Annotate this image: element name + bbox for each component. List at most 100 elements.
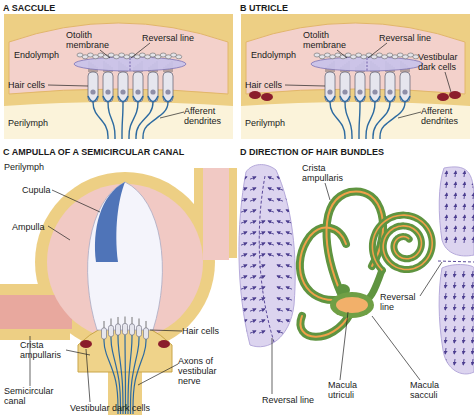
bundle-arrow	[277, 276, 283, 278]
bundle-arrow	[286, 331, 292, 333]
bundle-arrow	[277, 177, 283, 179]
bundle-arrow	[241, 232, 247, 234]
bundle-arrow	[268, 221, 274, 223]
part-label: Reversal line	[379, 33, 431, 43]
cell-nucleus	[327, 89, 332, 94]
cupula-shade	[95, 182, 125, 262]
afferent-dendrite	[330, 100, 345, 139]
bundle-arrow	[268, 254, 274, 256]
stereocilium	[118, 317, 119, 324]
part-label: Endolymph	[251, 50, 296, 60]
hair-cell	[118, 72, 128, 102]
bundle-arrow	[277, 221, 283, 223]
cell-nucleus	[150, 89, 155, 94]
part-label: Vestibular dark cells	[70, 403, 150, 413]
bundle-arrow	[250, 221, 256, 223]
bundle-arrow	[268, 188, 274, 190]
bundle-arrow	[241, 331, 247, 333]
bundle-arrow	[454, 282, 456, 288]
bundle-arrow	[268, 232, 274, 234]
bundle-arrow	[286, 199, 292, 201]
nerve-ending	[400, 96, 410, 102]
cochlea-duct-line	[372, 215, 432, 270]
hair-cell	[385, 72, 395, 102]
bundle-arrow	[473, 215, 474, 221]
bundle-arrow	[454, 337, 456, 343]
panel-heading: D DIRECTION OF HAIR BUNDLES	[240, 147, 384, 157]
bundle-arrow	[454, 326, 456, 332]
sensory-epithelium	[439, 167, 474, 256]
bundle-arrow	[455, 237, 457, 243]
bundle-arrow	[250, 232, 256, 234]
bundle-arrow	[259, 331, 265, 333]
bundle-arrow	[259, 320, 265, 322]
cell-nucleus	[342, 89, 347, 94]
bundle-arrow	[446, 193, 448, 199]
bundle-arrow	[259, 232, 265, 234]
bundle-arrow	[277, 188, 283, 190]
bundle-arrow	[454, 271, 456, 277]
bundle-arrow	[277, 298, 283, 300]
bundle-arrow	[277, 309, 283, 311]
nerve-ending	[355, 96, 365, 102]
bundle-arrow	[277, 254, 283, 256]
part-label: Otolith membrane	[303, 30, 348, 50]
bundle-arrow	[277, 265, 283, 267]
cell-nucleus	[90, 89, 95, 94]
bundle-arrow	[463, 337, 465, 343]
part-label: Macula sacculi	[410, 380, 452, 400]
bundle-arrow	[286, 309, 292, 311]
hair-cell	[325, 72, 335, 102]
bundle-arrow	[446, 204, 448, 210]
part-label: Hair cells	[245, 80, 282, 90]
vestibular-axon	[124, 335, 126, 415]
bundle-arrow	[286, 188, 292, 190]
cell-nucleus	[372, 89, 377, 94]
leader-line	[368, 43, 387, 58]
bundle-arrow	[286, 276, 292, 278]
hair-cell	[163, 72, 173, 102]
bundle-arrow	[277, 199, 283, 201]
part-label: Reversal line	[380, 292, 422, 312]
bundle-arrow	[250, 309, 256, 311]
bundle-arrow	[454, 348, 456, 354]
leader-line	[420, 262, 442, 296]
bundle-arrow	[446, 237, 448, 243]
bundle-arrow	[250, 254, 256, 256]
bundle-arrow	[445, 282, 447, 288]
leader-line	[372, 316, 420, 380]
part-label: Axons of vestibular nerve	[178, 356, 234, 386]
dark-cell	[261, 93, 273, 101]
nerve-ending	[370, 96, 380, 102]
bundle-arrow	[241, 287, 247, 289]
reversal-line-mark	[259, 176, 274, 342]
bundle-arrow	[445, 271, 447, 277]
leader-line	[285, 85, 325, 86]
nerve-ending	[325, 96, 335, 102]
dark-cell	[80, 340, 92, 348]
afferent-dendrite	[143, 100, 168, 139]
bundle-arrow	[464, 193, 466, 199]
part-label: Hair cells	[8, 80, 45, 90]
bundle-arrow	[250, 243, 256, 245]
hair-cell	[355, 72, 365, 102]
bundle-arrow	[464, 204, 466, 210]
bundle-arrow	[455, 215, 457, 221]
bundle-arrow	[472, 348, 474, 354]
bundle-arrow	[472, 326, 474, 332]
bundle-arrow	[268, 210, 274, 212]
leader-line	[131, 43, 150, 58]
panel-heading: C AMPULLA OF A SEMICIRCULAR CANAL	[3, 147, 184, 157]
hair-cell	[109, 325, 114, 336]
leader-line	[160, 112, 184, 118]
canal-lumen	[203, 168, 229, 260]
bundle-arrow	[464, 215, 466, 221]
perilymph-space	[241, 14, 470, 139]
cell-nucleus	[105, 89, 110, 94]
sensory-epithelium	[439, 265, 474, 374]
bundle-arrow	[445, 337, 447, 343]
bundle-arrow	[454, 359, 456, 365]
endolymph-duct	[300, 314, 350, 337]
nerve-ending	[385, 96, 395, 102]
